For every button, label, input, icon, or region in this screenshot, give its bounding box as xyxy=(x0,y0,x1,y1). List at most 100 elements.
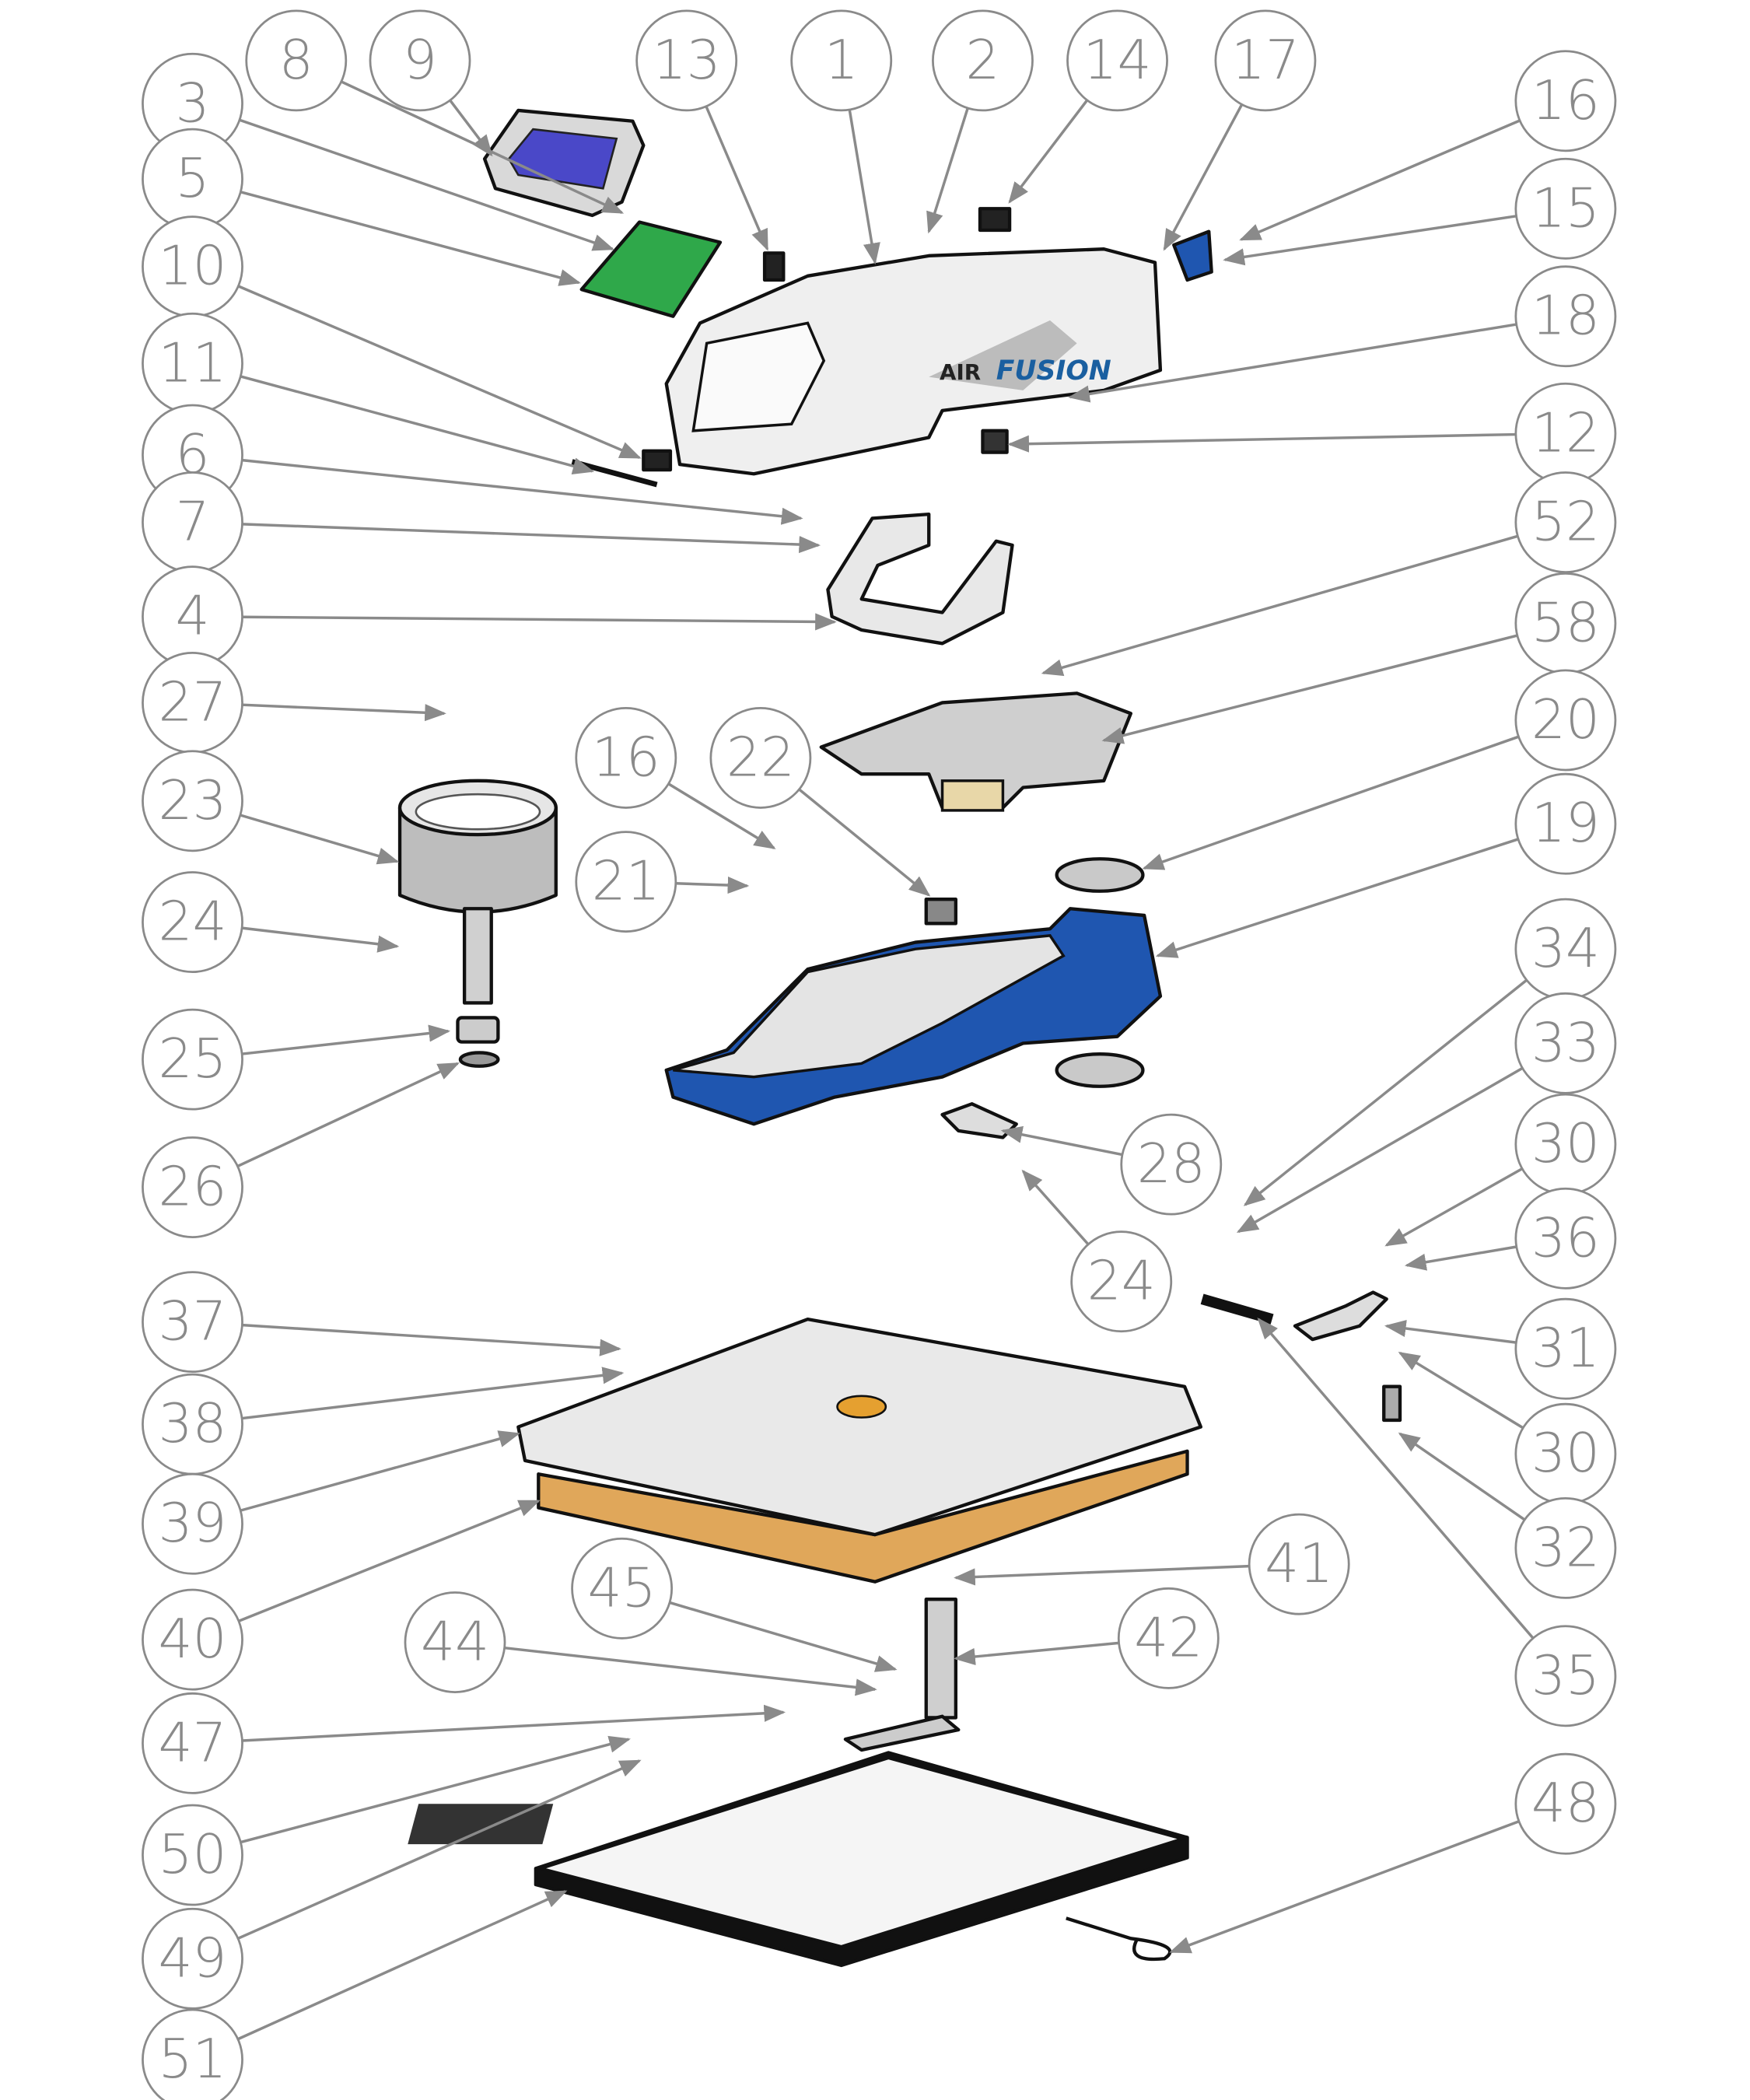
leader-line xyxy=(1008,99,1089,204)
callout-number: 51 xyxy=(158,2028,226,2091)
callout-11: 11 xyxy=(142,312,595,474)
bracket xyxy=(826,512,1014,646)
callout-50: 50 xyxy=(142,1735,631,1906)
logo-fusion-text: FUSION xyxy=(996,355,1111,387)
callout-41: 41 xyxy=(954,1513,1350,1615)
leader-line xyxy=(1007,432,1516,453)
callout-number: 36 xyxy=(1531,1207,1600,1269)
callout-12: 12 xyxy=(1007,382,1617,485)
callout-circle xyxy=(142,750,243,852)
callout-10: 10 xyxy=(142,215,642,460)
callout-circle xyxy=(575,707,677,809)
callout-circle xyxy=(1514,669,1617,772)
callout-number: 11 xyxy=(158,332,226,394)
callout-circle xyxy=(142,1472,243,1575)
leader-line xyxy=(237,1759,642,1940)
callout-number: 38 xyxy=(158,1393,226,1455)
callout-5: 5 xyxy=(142,128,581,286)
leader-line xyxy=(1384,1319,1517,1344)
leader-line xyxy=(1223,215,1517,266)
leader-line xyxy=(1000,1125,1123,1157)
callout-number: 24 xyxy=(1087,1251,1156,1313)
callout-circle xyxy=(932,9,1034,112)
leader-line xyxy=(1155,838,1519,958)
leader-line xyxy=(667,782,776,849)
callout-45: 45 xyxy=(571,1537,898,1672)
callout-52: 52 xyxy=(1041,471,1617,677)
callout-circle xyxy=(1514,157,1617,260)
callout-number: 2 xyxy=(965,30,999,92)
callout-number: 4 xyxy=(175,586,209,648)
callout-33: 33 xyxy=(1236,992,1617,1234)
callout-number: 18 xyxy=(1531,285,1600,348)
ring-upper xyxy=(1055,857,1145,893)
leader-line xyxy=(240,191,581,286)
callout-number: 20 xyxy=(1531,689,1600,751)
callout-14: 14 xyxy=(1008,9,1168,204)
callout-36: 36 xyxy=(1404,1187,1617,1290)
callout-16: 16 xyxy=(1239,50,1617,241)
leader-line xyxy=(242,613,837,631)
leader-line xyxy=(1239,119,1521,241)
callout-circle xyxy=(571,1537,674,1640)
callout-circle xyxy=(709,707,812,809)
leader-line xyxy=(669,1601,898,1672)
callout-13: 13 xyxy=(635,9,769,251)
callout-48: 48 xyxy=(1169,1752,1617,1954)
callout-number: 23 xyxy=(158,770,226,832)
leader-line xyxy=(1398,1351,1524,1430)
callout-circle xyxy=(142,871,243,973)
callout-number: 22 xyxy=(726,726,795,789)
link-arm xyxy=(843,1714,961,1752)
lever-31 xyxy=(1293,1290,1388,1342)
callout-circle xyxy=(142,1136,243,1238)
callout-number: 15 xyxy=(1531,177,1600,240)
callout-number: 25 xyxy=(158,1028,226,1090)
leader-line xyxy=(242,523,821,554)
callout-1: 1 xyxy=(790,9,893,265)
callout-circle xyxy=(1117,1587,1220,1689)
callout-number: 58 xyxy=(1531,592,1600,654)
callout-circle xyxy=(790,9,893,112)
callout-number: 1 xyxy=(824,30,859,92)
callout-number: 48 xyxy=(1531,1773,1600,1835)
callout-21: 21 xyxy=(575,831,750,933)
cylinder-housing xyxy=(397,779,558,1005)
callout-number: 3 xyxy=(175,72,209,135)
callout-number: 30 xyxy=(1531,1113,1600,1175)
callout-circle xyxy=(142,1804,243,1906)
leader-line xyxy=(1163,103,1244,251)
callout-31: 31 xyxy=(1384,1297,1617,1400)
switch-10 xyxy=(642,449,673,472)
valve-mechanism xyxy=(819,691,1133,812)
leader-line xyxy=(236,1062,460,1168)
leader-line xyxy=(848,109,880,265)
callout-9: 9 xyxy=(369,9,493,157)
callout-4: 4 xyxy=(142,565,837,668)
callout-circle xyxy=(1514,1187,1617,1290)
callout-circle xyxy=(1066,9,1168,112)
callout-circle xyxy=(1514,471,1617,573)
callout-number: 27 xyxy=(158,671,226,733)
callout-circle xyxy=(1514,1752,1617,1855)
callout-number: 31 xyxy=(1531,1318,1600,1380)
callout-circle xyxy=(635,9,738,112)
leader-line xyxy=(240,814,400,865)
ring-lower xyxy=(1055,1052,1145,1088)
callout-number: 21 xyxy=(592,851,660,913)
leader-line xyxy=(241,1367,625,1420)
washer xyxy=(458,1051,500,1068)
leader-line xyxy=(798,788,931,897)
callout-number: 8 xyxy=(279,30,313,92)
callout-34: 34 xyxy=(1243,898,1617,1206)
fitting-12 xyxy=(981,429,1009,454)
callout-number: 10 xyxy=(158,236,226,298)
hex-nut xyxy=(456,1016,500,1044)
callout-number: 7 xyxy=(175,492,209,554)
leader-line xyxy=(242,1323,621,1356)
callout-40: 40 xyxy=(142,1500,541,1691)
callout-number: 50 xyxy=(158,1824,226,1886)
callout-number: 49 xyxy=(158,1927,226,1990)
